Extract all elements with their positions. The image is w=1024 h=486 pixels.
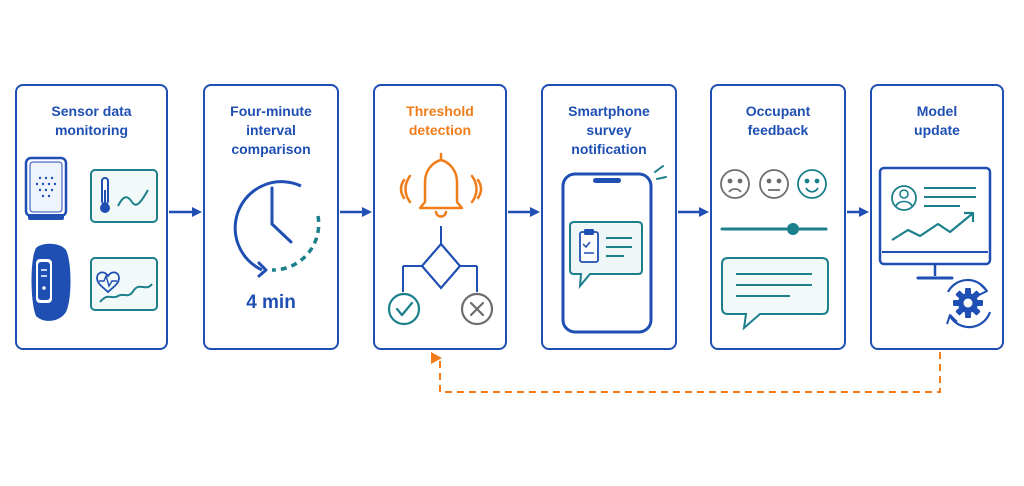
feedback-loop-arrow <box>431 352 941 393</box>
step-interval-comparison: Four-minute interval comparison 4 min <box>203 84 339 350</box>
alarm-bell-icon <box>399 152 483 218</box>
fitness-band-icon <box>31 243 71 321</box>
comment-bubble-icon <box>721 257 829 331</box>
step-title: Model update <box>914 103 960 138</box>
clipboard-message-icon <box>569 221 643 290</box>
step-title: Four-minute interval comparison <box>230 103 312 157</box>
happy-face-icon <box>797 169 827 199</box>
neutral-face-icon <box>759 169 789 199</box>
step-title: Occupant feedback <box>745 103 811 138</box>
comfort-slider-icon[interactable] <box>720 223 828 235</box>
check-circle-icon <box>387 292 421 326</box>
monitor-profile-chart-icon <box>878 166 992 280</box>
step-title: Smartphone survey notification <box>568 103 650 157</box>
heart-rate-chart-icon <box>90 257 158 311</box>
air-quality-sensor-icon <box>24 156 68 220</box>
gear-refresh-icon <box>946 278 992 329</box>
sad-face-icon <box>720 169 750 199</box>
step-title: Threshold detection <box>406 103 474 138</box>
x-circle-icon <box>460 292 494 326</box>
interval-label: 4 min <box>246 292 296 313</box>
thermometer-chart-icon <box>90 169 158 223</box>
decision-diamond-icon <box>402 226 478 292</box>
clock-icon <box>233 180 321 278</box>
step-title: Sensor data monitoring <box>51 103 132 138</box>
